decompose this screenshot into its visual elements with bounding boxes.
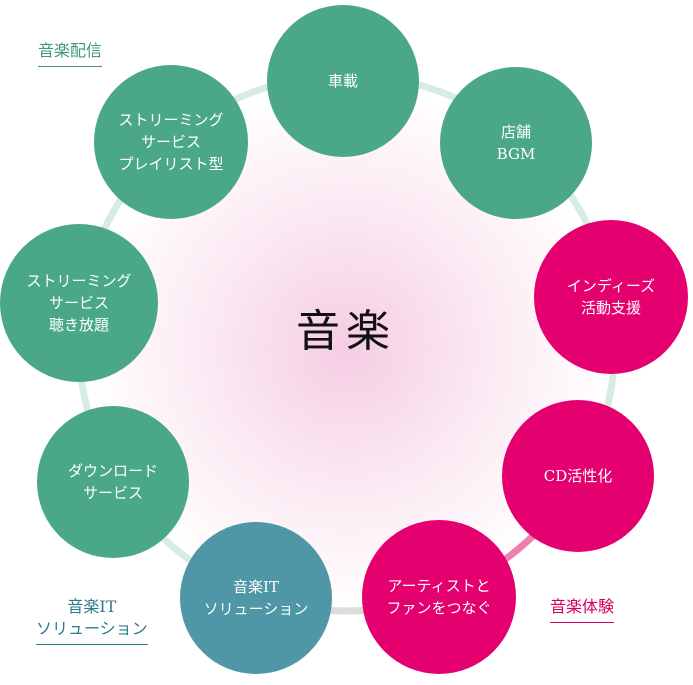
category-label-it: 音楽IT ソリューション (36, 596, 148, 645)
category-label-taiken: 音楽体験 (550, 596, 615, 623)
node-shasai: 車載 (267, 5, 419, 157)
node-indies: インディーズ 活動支援 (534, 220, 688, 374)
node-streaming-unlimited: ストリーミング サービス 聴き放題 (0, 224, 158, 382)
node-tenpo-bgm: 店舗 BGM (440, 67, 592, 219)
node-artist-fan: アーティストと ファンをつなぐ (362, 520, 516, 674)
node-cd: CD活性化 (502, 400, 654, 552)
center-label: 音楽 (296, 306, 396, 357)
node-download: ダウンロード サービス (37, 406, 189, 558)
node-streaming-playlist: ストリーミング サービス プレイリスト型 (94, 65, 248, 219)
category-label-haishin: 音楽配信 (38, 40, 103, 67)
node-music-it: 音楽IT ソリューション (180, 522, 332, 674)
